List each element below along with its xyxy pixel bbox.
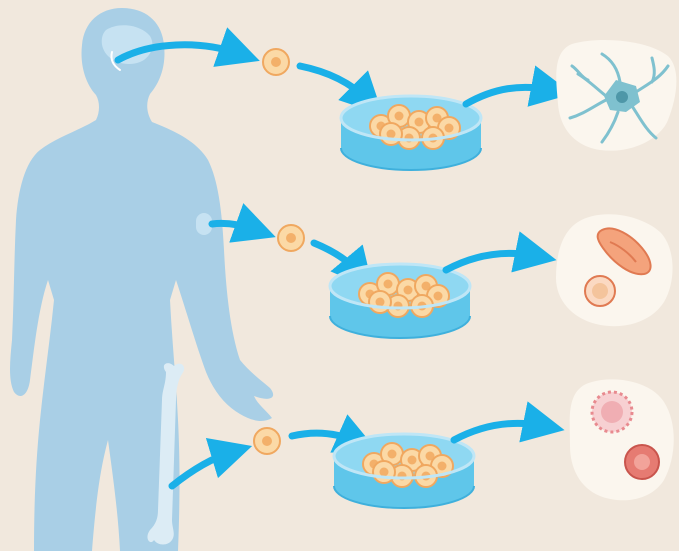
petri-dishes: [330, 96, 481, 508]
arrow-dish-to-blood: [454, 423, 544, 440]
white-blood-cell-icon: [592, 392, 632, 432]
stem-cell-row3: [254, 428, 280, 454]
red-blood-cell-icon: [625, 445, 659, 479]
human-body-silhouette: [10, 8, 273, 551]
muscle-fat-result: [556, 214, 673, 326]
arrow-bone-to-cell: [172, 452, 232, 486]
neuron-result: [556, 40, 676, 151]
stem-cell-row1: [263, 49, 289, 75]
fat-cell-icon: [585, 276, 615, 306]
petri-dish-3: [334, 434, 474, 508]
neuron-nucleus: [616, 91, 628, 103]
stem-cell-row2: [278, 225, 304, 251]
arrow-cell-to-dish-1: [300, 66, 368, 100]
arrow-cell-to-dish-3: [292, 433, 358, 442]
cultured-stem-cell: [380, 123, 402, 145]
petri-dish-2: [330, 264, 470, 338]
cultured-stem-cell: [369, 291, 391, 313]
petri-dish-1: [341, 96, 481, 170]
cultured-stem-cell: [373, 461, 395, 483]
arrow-dish-to-neuron: [466, 87, 552, 104]
blood-cells-result: [570, 379, 674, 500]
arrow-dish-to-muscle: [446, 253, 536, 270]
